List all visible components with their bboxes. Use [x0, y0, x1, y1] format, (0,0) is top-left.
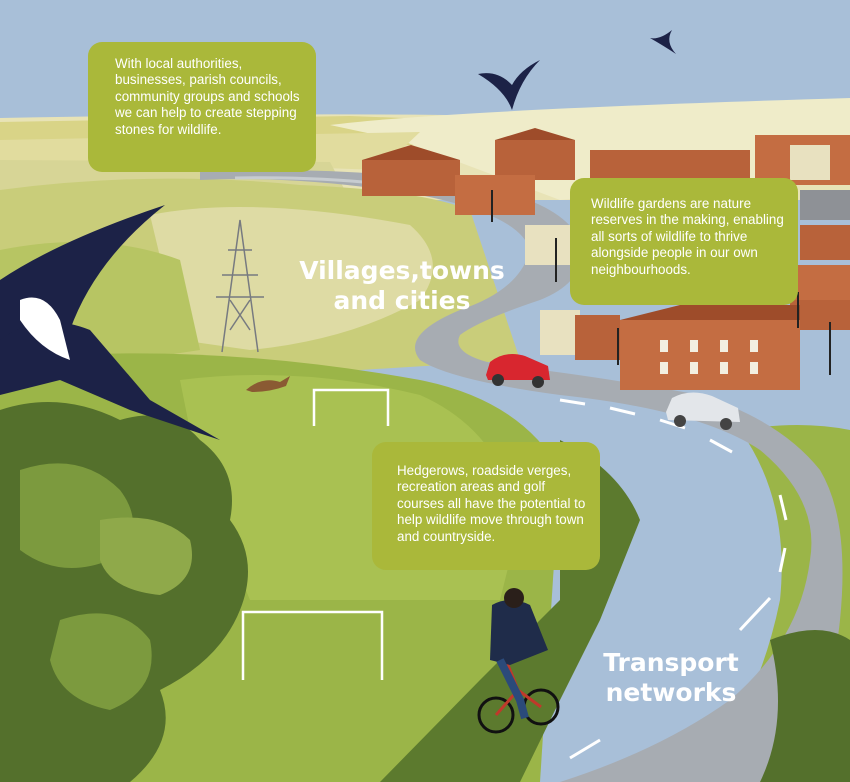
gardens-callout: Wildlife gardens are nature reserves in … [570, 178, 798, 305]
pylon-icon [216, 219, 264, 353]
partners-callout: With local authorities, businesses, pari… [88, 42, 316, 172]
goalpost-icon [241, 388, 390, 680]
car-icon [486, 354, 740, 430]
transport-heading-line2: networks [605, 678, 737, 707]
transport-heading-line1: Transport [603, 648, 739, 677]
cyclist-icon [477, 588, 560, 734]
trees [0, 402, 850, 782]
street-lamp-icon [491, 190, 831, 375]
gardens-text: Wildlife gardens are nature reserves in … [591, 196, 784, 277]
villages-heading: Villages,towns and cities [292, 256, 512, 316]
hedgerows-callout: Hedgerows, roadside verges, recreation a… [372, 442, 600, 570]
transport-heading: Transport networks [596, 648, 746, 708]
villages-heading-line2: and cities [333, 286, 471, 315]
hare-icon [246, 376, 290, 392]
hedgerows-text: Hedgerows, roadside verges, recreation a… [397, 463, 586, 544]
swallow-icon [0, 30, 676, 440]
houses [362, 128, 850, 390]
villages-heading-line1: Villages,towns [299, 256, 505, 285]
partners-text: With local authorities, businesses, pari… [115, 56, 300, 137]
